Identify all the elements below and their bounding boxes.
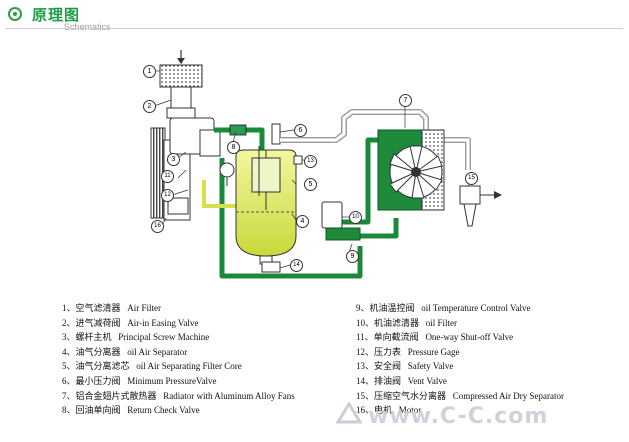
legend-item: 6、最小压力阀 Minimum PressureValve — [62, 375, 217, 386]
callout-12: 12 — [161, 189, 174, 202]
temperature-element — [229, 124, 247, 136]
callout-6: 6 — [294, 124, 307, 137]
legend-item: 7、铝合金翅片式散热器 Radiator with Aluminum Alloy… — [62, 390, 295, 401]
legend-item: 11、单向截流阀 One-way Shut-off Valve — [356, 332, 514, 343]
callout-1: 1 — [143, 65, 156, 78]
legend-right: 9、机油温控阀 oil Temperature Control Valve 10… — [356, 301, 564, 418]
legend-item: 4、油气分离器 oil Air Separator — [62, 346, 188, 357]
schematic-diagram — [150, 50, 502, 279]
legend-item: 9、机油温控阀 oil Temperature Control Valve — [356, 303, 531, 313]
legend-left: 1、空气滤清器 Air Filter 2、进气减荷阀 Air-in Easing… — [62, 301, 295, 418]
oil-air-separator — [235, 146, 297, 265]
callout-13: 13 — [304, 155, 317, 168]
safety-valve — [293, 155, 303, 165]
callout-11: 11 — [161, 170, 174, 183]
oil-filter — [321, 201, 343, 229]
dry-separator — [459, 185, 502, 227]
legend-item: 15、压缩空气水分离器 Compressed Air Dry Separator — [356, 390, 565, 401]
callout-4: 4 — [296, 215, 309, 228]
legend-item: 12、压力表 Pressure Gage — [356, 346, 460, 357]
section-bullet-icon — [8, 7, 22, 21]
watermark-logo-icon — [336, 402, 362, 424]
legend-item: 2、进气减荷阀 Air-in Easing Valve — [62, 317, 199, 328]
watermark: www.C-C.com — [368, 404, 549, 429]
pressure-gauge — [219, 162, 235, 186]
callout-2: 2 — [143, 100, 156, 113]
page-title: 原理图 — [32, 6, 81, 24]
legend-item: 5、油气分离滤芯 oil Air Separating Filter Core — [62, 361, 242, 372]
minimum-pressure-valve — [271, 123, 281, 145]
intake-valve — [166, 86, 196, 119]
air-filter — [159, 50, 203, 88]
legend-item: 3、螺杆主机 Principal Screw Machine — [62, 332, 210, 343]
oil-temperature-control-valve — [325, 227, 361, 241]
callout-7: 7 — [399, 94, 412, 107]
return-oil-line — [202, 180, 236, 208]
callout-3: 3 — [167, 153, 180, 166]
callout-15: 15 — [465, 172, 478, 185]
vent-valve — [261, 261, 281, 273]
radiator — [377, 129, 445, 211]
callout-9: 9 — [346, 250, 359, 263]
legend-item: 14、排油阀 Vent Valve — [356, 375, 447, 386]
callout-10: 10 — [349, 211, 362, 224]
callout-8: 8 — [227, 141, 240, 154]
header-divider — [6, 28, 623, 29]
legend-item: 16、电机 Motor — [356, 405, 422, 416]
legend-item: 10、机油滤清器 oil Filter — [356, 317, 458, 328]
screw-machine — [169, 117, 221, 157]
legend-item: 1、空气滤清器 Air Filter — [62, 303, 162, 313]
legend-item: 8、回油单向阀 Return Check Valve — [62, 405, 200, 416]
callout-14: 14 — [290, 259, 303, 272]
page-subtitle: Schematics — [64, 22, 111, 32]
callout-5: 5 — [304, 178, 317, 191]
legend-item: 13、安全阀 Safety Valve — [356, 361, 454, 372]
callout-16: 16 — [151, 220, 164, 233]
